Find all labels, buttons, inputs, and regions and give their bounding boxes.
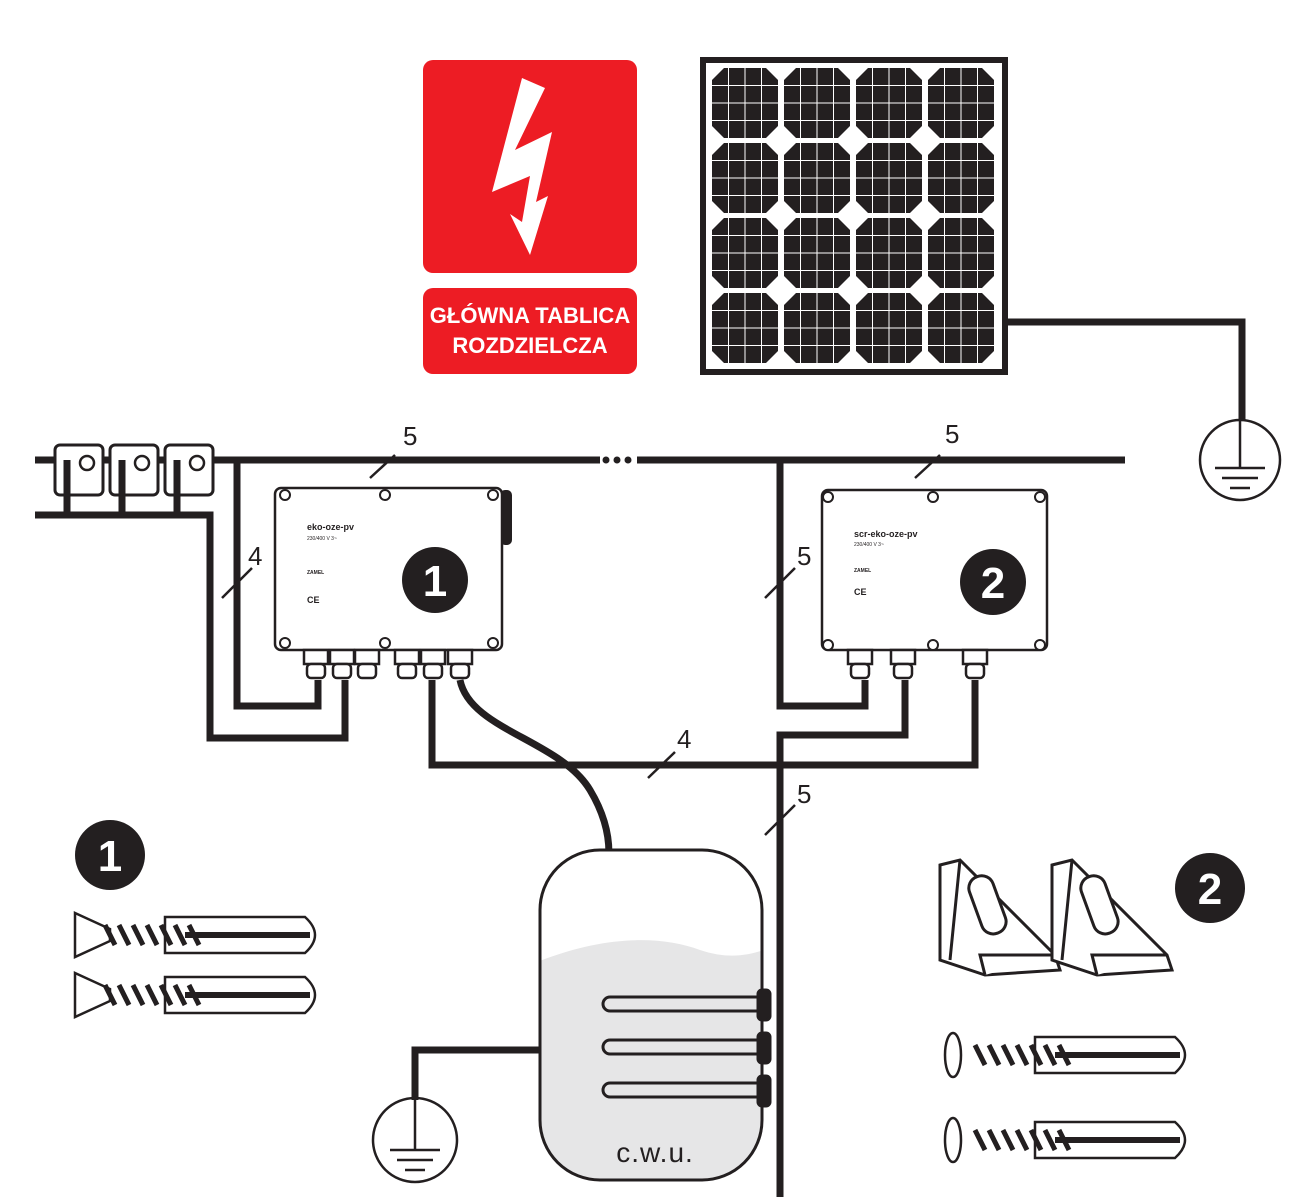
screw-icon <box>379 489 391 501</box>
ground-icon <box>371 1096 459 1184</box>
device2-ce-mark: CE <box>854 587 867 597</box>
cable-gland <box>302 648 330 666</box>
wire-labels: 5 5 4 5 4 5 <box>221 419 959 836</box>
tank-ground-wire <box>411 1046 540 1100</box>
screw-and-wall-plug-icon <box>73 971 317 1019</box>
panel-ground-wire <box>1005 318 1246 420</box>
screw-and-wall-plug-icon <box>943 1031 1187 1079</box>
cable-gland <box>889 648 917 666</box>
heater-wire <box>776 680 909 1197</box>
sign-line1: GŁÓWNA TABLICA <box>430 303 631 328</box>
tank-label: c.w.u. <box>616 1137 694 1168</box>
high-voltage-icon <box>492 78 552 255</box>
cable-gland <box>446 648 474 666</box>
device-eko-oze-pv: eko-oze-pv 230/400 V 3~ ZAMEL CE 1 <box>273 486 512 680</box>
mounting-bracket-icon <box>938 858 1063 977</box>
svg-text:5: 5 <box>797 779 811 809</box>
device2-title: scr-eko-oze-pv <box>854 529 918 539</box>
ground-icon <box>1198 418 1282 502</box>
screw-icon <box>487 489 499 501</box>
heating-elements <box>601 988 772 1108</box>
device2-brand: ZAMEL <box>854 568 871 574</box>
svg-text:5: 5 <box>403 421 417 451</box>
screw-and-wall-plug-icon <box>73 911 317 959</box>
svg-text:5: 5 <box>797 541 811 571</box>
screw-icon <box>279 637 291 649</box>
device1-title: eko-oze-pv <box>307 522 354 532</box>
accessory-badge-1: 1 <box>98 832 122 881</box>
screw-icon <box>279 489 291 501</box>
screw-and-wall-plug-icon <box>943 1116 1187 1164</box>
mounting-bracket-icon <box>1050 858 1175 977</box>
screw-icon <box>379 637 391 649</box>
cable-gland <box>961 648 989 666</box>
solar-panel <box>700 57 1008 375</box>
accessory-set-2: 2 <box>938 853 1245 1164</box>
cable-gland <box>328 648 356 666</box>
cable-gland <box>353 648 381 666</box>
device1-spec: 230/400 V 3~ <box>307 536 337 542</box>
screw-icon <box>822 491 834 503</box>
control-wire <box>428 680 979 769</box>
current-clamps <box>53 443 215 515</box>
sign-line2: ROZDZIELCZA <box>452 333 607 358</box>
device2-spec: 230/400 V 3~ <box>854 542 884 548</box>
cable-gland <box>419 648 447 666</box>
svg-text:4: 4 <box>677 724 691 754</box>
device1-brand: ZAMEL <box>307 570 324 576</box>
device1-badge: 1 <box>423 557 447 606</box>
accessory-set-1: 1 <box>73 820 317 1019</box>
device1-ce-mark: CE <box>307 595 320 605</box>
ct-signal-wire <box>35 511 349 742</box>
screw-icon <box>1034 639 1046 651</box>
screw-icon <box>822 639 834 651</box>
svg-text:5: 5 <box>945 419 959 449</box>
svg-text:4: 4 <box>248 541 262 571</box>
hot-water-tank: c.w.u. <box>538 848 772 1182</box>
screw-icon <box>927 491 939 503</box>
device-scr-eko-oze-pv: scr-eko-oze-pv 230/400 V 3~ ZAMEL CE 2 <box>820 488 1049 680</box>
main-switchboard-sign: GŁÓWNA TABLICA ROZDZIELCZA <box>423 60 637 374</box>
screw-icon <box>927 639 939 651</box>
screw-icon <box>1034 491 1046 503</box>
screw-icon <box>487 637 499 649</box>
cable-gland <box>393 648 421 666</box>
accessory-badge-2: 2 <box>1198 865 1222 914</box>
cable-gland <box>846 648 874 666</box>
device2-badge: 2 <box>981 559 1005 608</box>
